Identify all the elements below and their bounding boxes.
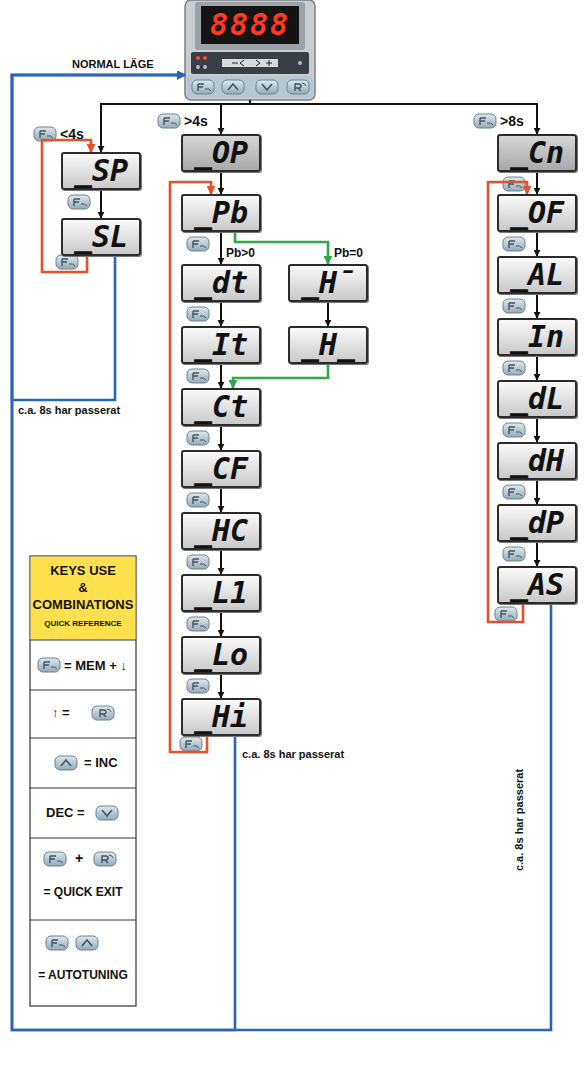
menu-box: _It: [181, 326, 261, 364]
key-legend-text: = AUTOTUNING: [30, 968, 136, 982]
menu-code: _CF: [194, 452, 248, 486]
legend-heading: COMBINATIONS: [30, 597, 136, 612]
menu-code: _Pb: [194, 196, 248, 230]
flow-connector: [220, 172, 222, 194]
menu-box: _AS: [497, 566, 577, 604]
flow-connector: [536, 294, 538, 318]
key-legend-text: +: [75, 850, 83, 866]
menu-code: _H_: [301, 328, 355, 362]
flow-connector: [221, 100, 250, 134]
flow-connector: [12, 75, 185, 400]
menu-box: _dH: [497, 442, 577, 480]
legend-heading: &: [30, 580, 136, 595]
flow-connector: [100, 190, 102, 218]
menu-box: _dt: [181, 264, 261, 302]
flow-connector: [250, 100, 537, 134]
menu-code: _dH: [510, 444, 564, 478]
menu-code: _SL: [74, 220, 128, 254]
menu-box: _H¯: [288, 264, 368, 302]
flow-connector: [536, 542, 538, 566]
menu-code: _Lo: [194, 638, 248, 672]
key-legend-text: ↑ =: [52, 705, 70, 720]
key-legend-text: = MEM + ↓: [64, 658, 127, 673]
menu-code: _Ct: [194, 390, 248, 424]
controller-display: 8888: [185, 0, 315, 100]
menu-box: _Lo: [181, 636, 261, 674]
menu-box: _OF: [497, 194, 577, 232]
menu-box: _CF: [181, 450, 261, 488]
flow-connector: [536, 356, 538, 380]
flow-connector: [536, 418, 538, 442]
menu-code: _In: [510, 320, 564, 354]
edge-label: >8s: [500, 113, 524, 129]
menu-box: _Ct: [181, 388, 261, 426]
menu-code: _H¯: [301, 266, 355, 300]
flow-connector: [220, 612, 222, 636]
menu-box: _HC: [181, 512, 261, 550]
menu-code: _L1: [194, 576, 248, 610]
legend-heading: QUICK REFERENCE: [30, 619, 136, 628]
flow-connector: [220, 426, 222, 450]
menu-code: _OF: [510, 196, 564, 230]
menu-code: _It: [194, 328, 248, 362]
menu-code: _SP: [74, 154, 128, 188]
edge-label: <4s: [60, 126, 84, 142]
flow-connector: [327, 302, 329, 326]
edge-label: c.a. 8s har passerat: [513, 767, 525, 873]
flow-connector: [536, 172, 538, 194]
edge-label: c.a. 8s har passerat: [240, 748, 346, 760]
menu-code: _HC: [194, 514, 248, 548]
menu-box: _dP: [497, 504, 577, 542]
menu-code: _Cn: [510, 136, 564, 170]
legend-heading: KEYS USE: [30, 563, 136, 578]
menu-code: _AS: [510, 568, 564, 602]
menu-box: _SP: [61, 152, 141, 190]
edge-label: c.a. 8s har passerat: [16, 404, 122, 416]
menu-code: _dL: [510, 382, 564, 416]
menu-box: _OP: [181, 134, 261, 172]
menu-code: _dP: [510, 506, 564, 540]
flow-connector: [220, 488, 222, 512]
menu-box: _Cn: [497, 134, 577, 172]
flow-connector: [220, 674, 222, 698]
menu-code: _AL: [510, 258, 564, 292]
flow-connector: [536, 232, 538, 256]
key-legend-text: DEC =: [46, 805, 85, 820]
flow-connector: [536, 480, 538, 504]
menu-code: _dt: [194, 266, 248, 300]
edge-label: Pb=0: [334, 246, 363, 260]
flow-connector: [220, 232, 222, 264]
menu-box: _H_: [288, 326, 368, 364]
flow-connector: [12, 75, 551, 1030]
menu-box: _Pb: [181, 194, 261, 232]
menu-code: _OP: [194, 136, 248, 170]
mode-label: NORMAL LÄGE: [70, 58, 156, 70]
flow-connector: [220, 302, 222, 326]
menu-box: _SL: [61, 218, 141, 256]
edge-label: Pb>0: [226, 246, 255, 260]
menu-box: _dL: [497, 380, 577, 418]
menu-box: _In: [497, 318, 577, 356]
flow-connector: [220, 550, 222, 574]
key-legend-text: = QUICK EXIT: [30, 885, 136, 899]
display-digits: 8888: [201, 6, 299, 44]
flow-connector: [233, 364, 328, 388]
menu-box: _Hi: [181, 698, 261, 736]
edge-label: >4s: [184, 113, 208, 129]
menu-box: _AL: [497, 256, 577, 294]
flow-connector: [220, 364, 222, 388]
menu-box: _L1: [181, 574, 261, 612]
menu-code: _Hi: [194, 700, 248, 734]
key-legend-text: = INC: [84, 755, 118, 770]
